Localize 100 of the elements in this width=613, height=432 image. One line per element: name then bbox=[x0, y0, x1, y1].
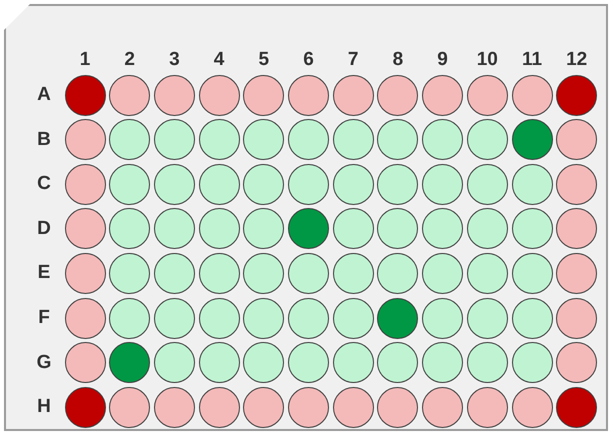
row-label: E bbox=[36, 263, 52, 284]
plate-well bbox=[243, 252, 284, 294]
plate-well bbox=[288, 208, 329, 250]
plate-well bbox=[109, 298, 150, 338]
plate-well bbox=[198, 74, 240, 116]
plate-well bbox=[466, 342, 508, 384]
plate-well bbox=[466, 164, 508, 205]
plate-well bbox=[512, 342, 552, 384]
plate-well bbox=[109, 252, 150, 294]
plate-well bbox=[154, 208, 195, 250]
plate-well bbox=[377, 298, 418, 338]
plate-well bbox=[556, 298, 598, 338]
plate-well bbox=[512, 208, 552, 250]
plate-well bbox=[556, 208, 598, 250]
plate-well bbox=[556, 119, 598, 160]
plate-well bbox=[556, 252, 598, 294]
plate-well bbox=[377, 252, 418, 294]
plate-well bbox=[198, 119, 240, 160]
plate-well bbox=[198, 252, 240, 294]
plate-well bbox=[466, 252, 508, 294]
plate-well bbox=[512, 164, 552, 205]
plate-well bbox=[556, 342, 598, 384]
plate-well bbox=[422, 119, 464, 160]
plate-well bbox=[198, 342, 240, 384]
plate-well bbox=[64, 298, 106, 338]
plate-well bbox=[288, 386, 329, 428]
row-label: C bbox=[36, 174, 52, 194]
plate-well bbox=[512, 252, 552, 294]
plate-well bbox=[64, 208, 106, 250]
plate-well bbox=[466, 119, 508, 160]
plate-well bbox=[332, 119, 374, 160]
plate-well bbox=[243, 342, 284, 384]
plate-well bbox=[198, 164, 240, 205]
row-label: A bbox=[36, 85, 52, 105]
plate-well bbox=[243, 298, 284, 338]
plate-well bbox=[422, 252, 464, 294]
column-label: 3 bbox=[168, 50, 181, 70]
column-label: 8 bbox=[392, 50, 404, 70]
plate-well bbox=[198, 208, 240, 250]
plate-well bbox=[512, 386, 552, 428]
plate-well bbox=[109, 342, 150, 384]
plate-well bbox=[466, 386, 508, 428]
plate-well bbox=[288, 119, 329, 160]
plate-well bbox=[288, 342, 329, 384]
row-label: B bbox=[36, 130, 52, 150]
plate-well bbox=[64, 74, 106, 116]
plate-well bbox=[512, 298, 552, 338]
plate-well bbox=[243, 74, 284, 116]
column-label: 1 bbox=[78, 50, 92, 70]
row-label: F bbox=[37, 308, 51, 328]
plate-well bbox=[198, 386, 240, 428]
plate-well bbox=[422, 164, 464, 205]
plate-well bbox=[109, 164, 150, 205]
plate-well bbox=[556, 386, 598, 428]
plate-well bbox=[556, 74, 598, 116]
plate-well bbox=[466, 74, 508, 116]
plate-well bbox=[243, 119, 284, 160]
plate-well bbox=[154, 252, 195, 294]
plate-well bbox=[377, 119, 418, 160]
plate-well bbox=[288, 298, 329, 338]
plate-well bbox=[332, 74, 374, 116]
column-label: 6 bbox=[302, 50, 315, 70]
plate-well bbox=[109, 208, 150, 250]
plate-well bbox=[154, 342, 195, 384]
plate-well bbox=[288, 74, 329, 116]
plate-well bbox=[154, 74, 195, 116]
column-label: 7 bbox=[346, 50, 360, 70]
plate-well bbox=[512, 119, 552, 160]
plate-well bbox=[64, 386, 106, 428]
plate-well bbox=[422, 386, 464, 428]
plate-well bbox=[64, 342, 106, 384]
plate-well bbox=[64, 164, 106, 205]
plate-well bbox=[288, 164, 329, 205]
well-plate bbox=[4, 4, 608, 431]
plate-well bbox=[154, 298, 195, 338]
plate-well bbox=[466, 298, 508, 338]
plate-well bbox=[64, 252, 106, 294]
plate-well bbox=[154, 386, 195, 428]
plate-well bbox=[332, 298, 374, 338]
plate-well bbox=[422, 208, 464, 250]
row-label: D bbox=[36, 218, 52, 239]
plate-well bbox=[377, 164, 418, 205]
plate-well bbox=[377, 208, 418, 250]
column-label: 10 bbox=[476, 50, 499, 70]
plate-well bbox=[243, 386, 284, 428]
column-label: 12 bbox=[565, 50, 588, 70]
plate-well bbox=[243, 164, 284, 205]
plate-well bbox=[512, 74, 552, 116]
plate-well bbox=[377, 74, 418, 116]
plate-well bbox=[154, 119, 195, 160]
plate-well bbox=[198, 298, 240, 338]
plate-well bbox=[466, 208, 508, 250]
plate-well bbox=[332, 252, 374, 294]
row-label: G bbox=[36, 352, 52, 373]
plate-well bbox=[332, 164, 374, 205]
plate-well bbox=[422, 342, 464, 384]
plate-well bbox=[377, 386, 418, 428]
plate-well bbox=[288, 252, 329, 294]
plate-well bbox=[332, 208, 374, 250]
plate-well bbox=[332, 342, 374, 384]
